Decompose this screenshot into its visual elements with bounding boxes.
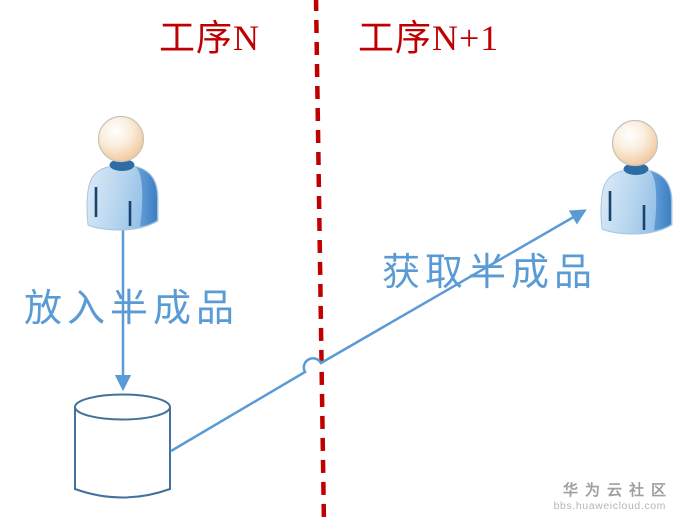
person-icon <box>85 115 160 232</box>
put-edge-label: 放入半成品 <box>24 288 240 330</box>
lane-divider-line <box>313 0 327 524</box>
watermark: 华为云社区 bbs.huaweicloud.com <box>554 482 666 513</box>
watermark-brand: 华为云社区 <box>562 482 673 499</box>
lane-label-right: 工序N+1 <box>358 18 500 58</box>
lane-label-left: 工序N <box>159 18 260 58</box>
cylinder-icon <box>74 393 171 499</box>
get-edge-label: 获取半成品 <box>382 252 598 294</box>
person-icon <box>599 119 674 236</box>
watermark-url: bbs.huaweicloud.com <box>553 500 666 512</box>
get-arrow <box>170 209 587 453</box>
